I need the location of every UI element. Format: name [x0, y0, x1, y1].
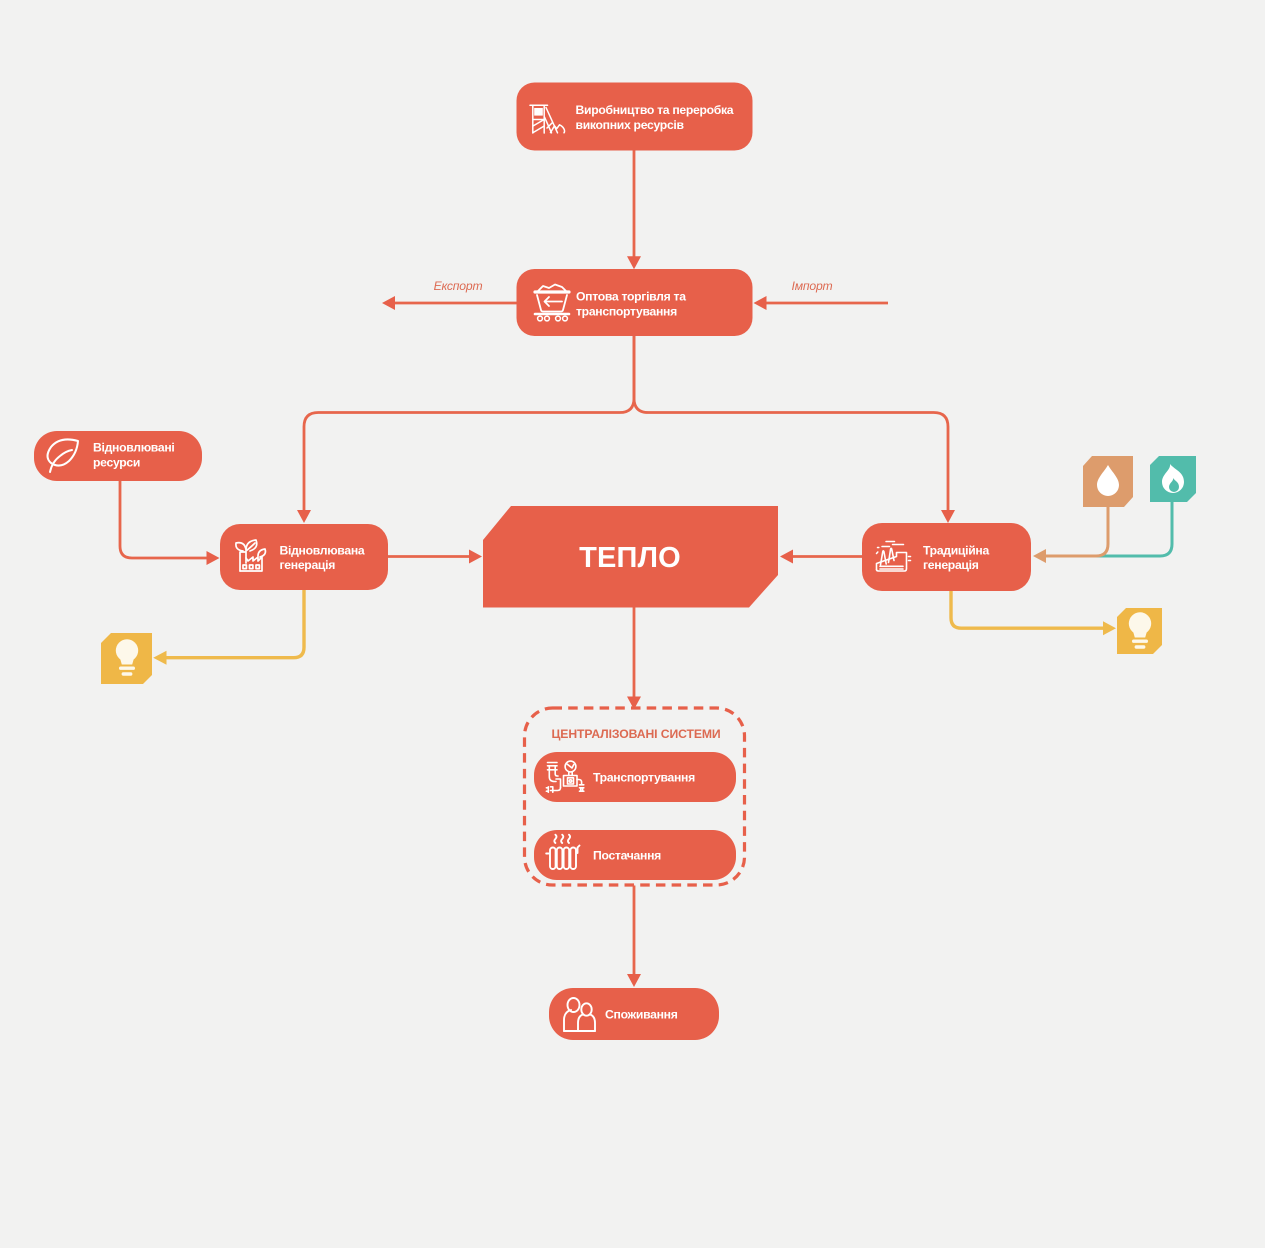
svg-text:транспортування: транспортування	[576, 305, 677, 319]
svg-text:Виробництво та переробка: Виробництво та переробка	[576, 103, 734, 117]
svg-text:ЦЕНТРАЛІЗОВАНІ СИСТЕМИ: ЦЕНТРАЛІЗОВАНІ СИСТЕМИ	[552, 727, 721, 741]
svg-text:Оптова торгівля та: Оптова торгівля та	[576, 290, 686, 304]
svg-text:Відновлювані: Відновлювані	[93, 441, 174, 455]
svg-text:Традиційна: Традиційна	[923, 543, 989, 557]
svg-text:Імпорт: Імпорт	[792, 279, 833, 293]
svg-text:генерація: генерація	[923, 558, 979, 572]
svg-text:Споживання: Споживання	[605, 1008, 678, 1022]
svg-text:генерація: генерація	[280, 558, 336, 572]
svg-text:Відновлювана: Відновлювана	[280, 543, 365, 557]
svg-text:викопних ресурсів: викопних ресурсів	[576, 118, 685, 132]
svg-text:ресурси: ресурси	[93, 456, 140, 470]
svg-text:Постачання: Постачання	[593, 848, 661, 862]
svg-text:Транспортування: Транспортування	[593, 771, 695, 785]
svg-text:Експорт: Експорт	[434, 279, 483, 293]
svg-text:ТЕПЛО: ТЕПЛО	[579, 542, 681, 574]
